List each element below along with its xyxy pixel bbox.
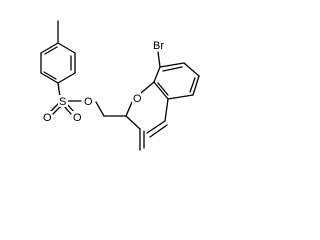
- ring-to-sulfur-bond: [57, 82, 61, 98]
- bond: [57, 72, 76, 84]
- bond: [183, 62, 200, 77]
- double-bond-inner: [189, 77, 196, 93]
- double-bond-inner: [157, 82, 169, 96]
- bond: [167, 94, 194, 100]
- bond: [153, 81, 169, 100]
- ch-o-bond: [125, 101, 133, 117]
- c-br-bond: [157, 51, 161, 68]
- aryl-vinyl-double-bond: [149, 124, 168, 138]
- aryl-vinyl-bond: [164, 98, 169, 122]
- bromine-label: Br: [153, 40, 164, 52]
- toluene-ring: [40, 42, 76, 84]
- molecule-diagram: Br O O S O O: [40, 20, 200, 151]
- bond: [159, 62, 185, 68]
- double-bond-inner: [43, 71, 57, 80]
- ether-oxygen-label: O: [133, 93, 142, 105]
- bond: [40, 72, 59, 84]
- bromophenyl-ring: [153, 62, 200, 100]
- aryl-vinyl-double-bond: [146, 120, 166, 134]
- bond: [153, 66, 161, 83]
- o-ch2-bond: [95, 101, 105, 117]
- sulfur-label: S: [59, 96, 66, 108]
- structure-canvas: Br O O S O O: [40, 20, 200, 151]
- s-o-double-bond: [66, 103, 75, 113]
- sulfonyl-oxygen-right-label: O: [73, 112, 82, 124]
- bond: [57, 42, 76, 54]
- ch-vinyl-bond: [125, 115, 141, 130]
- s-o-double-bond: [63, 105, 72, 115]
- double-bond-inner: [44, 46, 58, 55]
- bond: [192, 75, 200, 96]
- double-bond-inner: [162, 66, 183, 72]
- o-aryl-bond: [140, 81, 155, 94]
- s-o-double-bond: [49, 103, 59, 113]
- ester-oxygen-label: O: [84, 96, 93, 108]
- bond: [40, 42, 59, 54]
- sulfonyl-oxygen-left-label: O: [43, 112, 52, 124]
- s-o-double-bond: [52, 105, 62, 115]
